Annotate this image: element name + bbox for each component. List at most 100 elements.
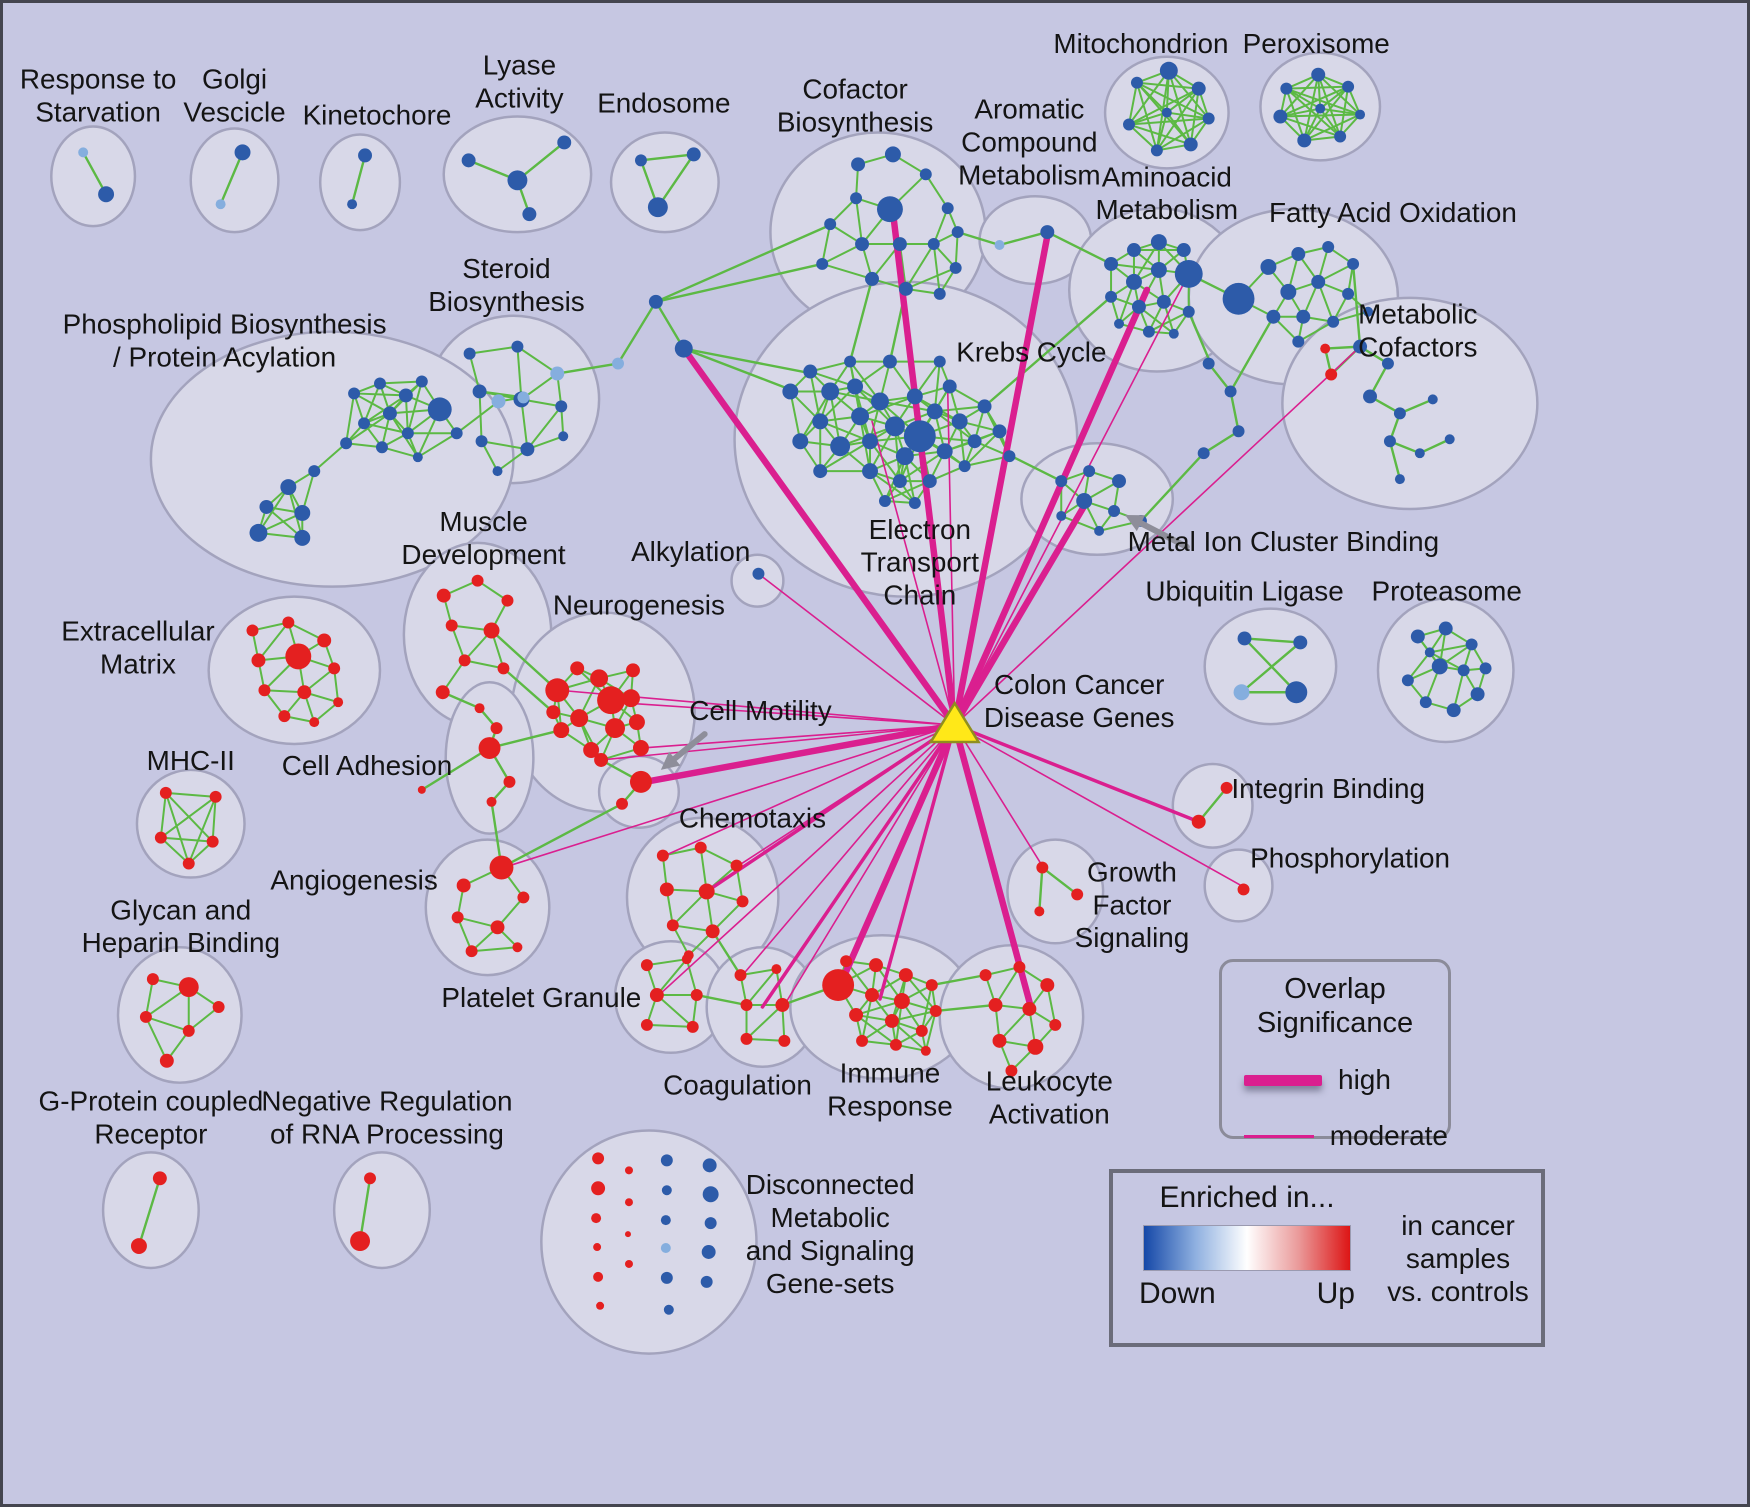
gene-set-node-steroid-biosynthesis[interactable]	[463, 347, 476, 360]
gene-set-node-extracellular-matrix[interactable]	[328, 662, 341, 675]
gene-set-node-krebs-etc[interactable]	[958, 460, 971, 473]
gene-set-node-fatty-acid-oxidation[interactable]	[1280, 283, 1297, 300]
gene-set-node-krebs-etc[interactable]	[884, 416, 905, 437]
gene-set-node-krebs-etc[interactable]	[977, 399, 992, 414]
gene-set-node-angiogenesis[interactable]	[465, 945, 478, 958]
gene-set-node-peroxisome[interactable]	[1355, 109, 1366, 120]
gene-set-node-extracellular-matrix[interactable]	[246, 624, 259, 637]
gene-set-node-cofactor-biosynthesis[interactable]	[949, 261, 962, 274]
gene-set-node-immune-response[interactable]	[920, 1045, 931, 1056]
gene-set-node-steroid-biosynthesis[interactable]	[511, 340, 524, 353]
gene-set-node-disconnected-gene-sets[interactable]	[591, 1213, 602, 1224]
gene-set-node-proteasome[interactable]	[1410, 629, 1425, 644]
gene-set-node-phospholipid-biosynthesis[interactable]	[249, 523, 268, 542]
gene-set-node-golgi-vescicle[interactable]	[234, 144, 251, 161]
gene-set-node-cell-adhesion[interactable]	[478, 737, 501, 759]
gene-set-node-fatty-acid-oxidation[interactable]	[1347, 257, 1360, 270]
gene-set-node-disconnected-gene-sets[interactable]	[702, 1158, 717, 1173]
gene-set-node-platelet-granule[interactable]	[690, 989, 703, 1002]
gene-set-node-angiogenesis[interactable]	[490, 920, 505, 935]
gene-set-node-chemotaxis[interactable]	[694, 841, 707, 854]
gene-set-node-cofactor-biosynthesis[interactable]	[824, 218, 837, 231]
gene-set-node-lyase-activity[interactable]	[507, 170, 528, 191]
gene-set-node-disconnected-gene-sets[interactable]	[593, 1271, 604, 1282]
gene-set-node-mhc-ii[interactable]	[209, 790, 222, 803]
gene-set-node-angiogenesis[interactable]	[517, 891, 530, 904]
gene-set-node-aminoacid-metabolism[interactable]	[1168, 328, 1179, 339]
gene-set-node-growth-factor-signaling[interactable]	[1034, 906, 1045, 917]
gene-set-node-aminoacid-metabolism[interactable]	[1150, 261, 1167, 278]
gene-set-node-neurogenesis[interactable]	[625, 663, 640, 678]
gene-set-node-fatty-acid-oxidation[interactable]	[1311, 274, 1326, 289]
gene-set-node-aminoacid-metabolism[interactable]	[1131, 299, 1146, 314]
gene-set-node-glycan-heparin-binding[interactable]	[146, 973, 159, 986]
gene-set-node-extracellular-matrix[interactable]	[282, 616, 295, 629]
colon-cancer-hub-node[interactable]	[928, 700, 981, 744]
gene-set-node-peroxisome[interactable]	[1334, 130, 1347, 143]
gene-set-node-lyase-activity[interactable]	[522, 207, 537, 222]
gene-set-node-mitochondrion[interactable]	[1130, 76, 1143, 89]
gene-set-node-platelet-granule[interactable]	[640, 959, 653, 972]
gene-set-node-disconnected-gene-sets[interactable]	[700, 1275, 713, 1288]
gene-set-node-ubiquitin-ligase[interactable]	[1233, 684, 1250, 701]
gene-set-node-glycan-heparin-binding[interactable]	[212, 1001, 225, 1013]
gene-set-node-krebs-etc[interactable]	[882, 354, 897, 369]
gene-set-node-metal-ion-cluster-binding[interactable]	[1108, 504, 1121, 517]
gene-set-node-leukocyte-activation[interactable]	[1040, 978, 1055, 993]
gene-set-node-steroid-biosynthesis[interactable]	[492, 466, 503, 477]
gene-set-node-coagulation[interactable]	[734, 969, 747, 982]
gene-set-node-leukocyte-activation[interactable]	[988, 998, 1003, 1012]
gene-set-node-krebs-etc[interactable]	[933, 355, 946, 368]
gene-set-node-growth-factor-signaling[interactable]	[1036, 861, 1049, 874]
gene-set-node-cofactor-biosynthesis[interactable]	[855, 237, 870, 252]
gene-set-node-mitochondrion[interactable]	[1123, 118, 1135, 131]
gene-set-node-chemotaxis[interactable]	[698, 883, 715, 900]
gene-set-node-mhc-ii[interactable]	[206, 835, 219, 848]
gene-set-node-disconnected-gene-sets[interactable]	[660, 1215, 671, 1226]
gene-set-node-extracellular-matrix[interactable]	[333, 697, 344, 708]
gene-set-node-lyase-activity[interactable]	[557, 135, 572, 150]
gene-set-node-fatty-acid-oxidation[interactable]	[1342, 287, 1355, 300]
gene-set-node-immune-response[interactable]	[840, 955, 853, 968]
gene-set-node-neurogenesis[interactable]	[570, 709, 589, 728]
gene-set-node-disconnected-gene-sets[interactable]	[624, 1166, 633, 1175]
gene-set-node-lyase-activity[interactable]	[461, 153, 476, 168]
gene-set-node-g-protein-coupled-receptor[interactable]	[130, 1238, 147, 1254]
gene-set-node-proteasome[interactable]	[1424, 647, 1435, 658]
gene-set-node-mhc-ii[interactable]	[154, 831, 167, 844]
gene-set-node-disconnected-gene-sets[interactable]	[624, 1231, 631, 1238]
gene-set-node-negative-regulation-rna[interactable]	[364, 1172, 376, 1185]
gene-set-node-mitochondrion[interactable]	[1161, 107, 1172, 118]
gene-set-node-aminoacid-metabolism[interactable]	[1156, 294, 1171, 309]
gene-set-node-krebs-etc[interactable]	[936, 443, 953, 460]
gene-set-node-proteasome[interactable]	[1465, 638, 1478, 651]
gene-set-node-coagulation[interactable]	[771, 964, 782, 975]
gene-set-node-endosome[interactable]	[647, 197, 668, 218]
gene-set-node-krebs-etc[interactable]	[851, 407, 870, 426]
gene-set-node-platelet-granule[interactable]	[640, 1018, 653, 1031]
gene-set-node-disconnected-gene-sets[interactable]	[596, 1301, 605, 1310]
gene-set-node-fatty-acid-oxidation[interactable]	[1327, 315, 1340, 328]
gene-set-node-metabolic-cofactors[interactable]	[1325, 368, 1338, 381]
gene-set-node-aminoacid-metabolism[interactable]	[1174, 259, 1203, 288]
gene-set-node-glycan-heparin-binding[interactable]	[139, 1010, 152, 1023]
gene-set-node-mitochondrion[interactable]	[1202, 112, 1215, 125]
gene-set-node-metabolic-cofactors[interactable]	[1353, 339, 1368, 354]
gene-set-node-chemotaxis[interactable]	[705, 924, 720, 939]
gene-set-node-steroid-biosynthesis[interactable]	[475, 435, 488, 448]
gene-set-node-fatty-acid-oxidation[interactable]	[1260, 258, 1277, 275]
gene-set-node-immune-response[interactable]	[822, 969, 855, 1002]
gene-set-node-cofactor-biosynthesis[interactable]	[892, 237, 907, 252]
gene-set-node-alkylation[interactable]	[752, 567, 765, 580]
gene-set-node-platelet-granule[interactable]	[686, 1020, 699, 1033]
gene-set-node-leukocyte-activation[interactable]	[1027, 1038, 1044, 1055]
gene-set-node-neurogenesis[interactable]	[546, 705, 561, 720]
gene-set-node-disconnected-gene-sets[interactable]	[592, 1152, 605, 1165]
gene-set-node-metal-ion-cluster-binding[interactable]	[1112, 474, 1126, 489]
gene-set-node-krebs-etc[interactable]	[871, 392, 889, 411]
gene-set-node-angiogenesis[interactable]	[489, 855, 514, 880]
gene-set-node-immune-response[interactable]	[849, 1007, 864, 1022]
gene-set-node-disconnected-gene-sets[interactable]	[660, 1271, 673, 1284]
gene-set-node-phospholipid-biosynthesis[interactable]	[401, 427, 414, 440]
gene-set-node-proteasome[interactable]	[1419, 696, 1432, 709]
